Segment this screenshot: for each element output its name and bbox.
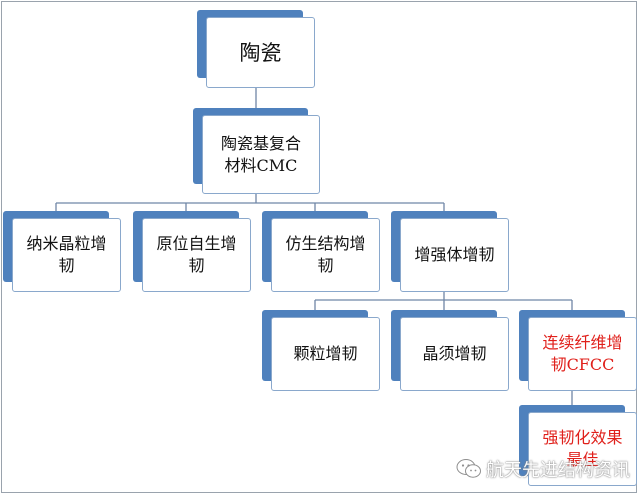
node-in-situ-label: 原位自生增 韧 [156,234,237,275]
node-reinforcement-label: 增强体增韧 [414,245,495,264]
node-nano-grain: 纳米晶粒增 韧 [3,211,121,292]
node-reinforcement: 增强体增韧 [391,211,509,292]
node-in-situ: 原位自生增 韧 [133,211,251,292]
node-bionic: 仿生结构增 韧 [262,211,380,292]
node-best-effect: 强韧化效果 最佳 [519,405,637,486]
node-cfcc-label: 连续纤维增 韧CFCC [542,333,623,374]
node-cmc: 陶瓷基复合 材料CMC [193,108,320,194]
watermark: 航天先进结构资讯 [456,456,630,482]
node-ceramics: 陶瓷 [197,10,315,88]
wechat-icon [456,458,482,480]
node-particle-label: 颗粒增韧 [293,344,358,363]
node-nano-grain-label: 纳米晶粒增 韧 [26,234,107,275]
node-ceramics-label: 陶瓷 [239,40,282,65]
watermark-text: 航天先进结构资讯 [486,460,630,481]
node-particle: 颗粒增韧 [262,310,380,391]
node-cmc-label: 陶瓷基复合 材料CMC [220,133,301,175]
node-whisker: 晶须增韧 [391,310,509,391]
node-best-effect-label: 强韧化效果 最佳 [542,428,623,469]
node-cfcc: 连续纤维增 韧CFCC [519,310,637,391]
node-bionic-label: 仿生结构增 韧 [285,234,366,275]
node-whisker-label: 晶须增韧 [422,344,487,363]
